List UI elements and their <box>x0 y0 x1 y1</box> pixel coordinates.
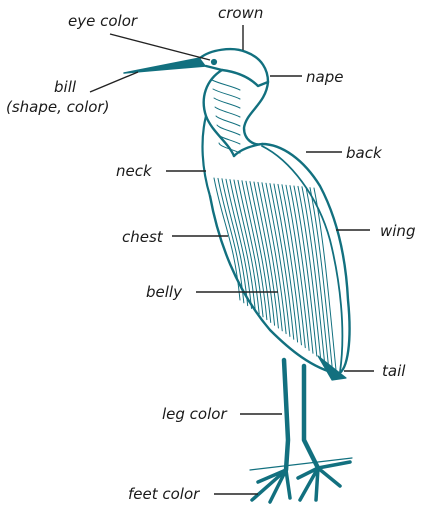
label-belly: belly <box>146 283 182 301</box>
neck-feather-line <box>215 107 240 117</box>
neck-feather-line <box>213 89 240 99</box>
label-tail: tail <box>382 362 405 380</box>
bird-eye <box>211 59 216 64</box>
label-bill-sub: (shape, color) <box>6 98 109 116</box>
label-feet-color: feet color <box>128 485 199 503</box>
label-leg-color: leg color <box>162 405 227 423</box>
label-bill: bill <box>54 78 76 96</box>
label-neck: neck <box>116 162 152 180</box>
bird-leg-left <box>284 360 288 470</box>
neck-feather-line <box>216 116 240 126</box>
label-nape: nape <box>306 68 343 86</box>
label-wing: wing <box>380 222 415 240</box>
label-eye-color: eye color <box>68 12 137 30</box>
neck-feather-line <box>217 125 240 135</box>
leader-bill <box>90 72 138 92</box>
neck-feather-line <box>212 80 240 90</box>
bird-bill <box>124 58 214 73</box>
label-crown: crown <box>218 4 263 22</box>
label-back: back <box>346 144 382 162</box>
neck-feather-line <box>214 98 240 108</box>
label-chest: chest <box>122 228 163 246</box>
bird-neck-front <box>203 116 210 196</box>
leader-eye-color <box>110 34 210 60</box>
bird-leg-right <box>304 366 318 468</box>
